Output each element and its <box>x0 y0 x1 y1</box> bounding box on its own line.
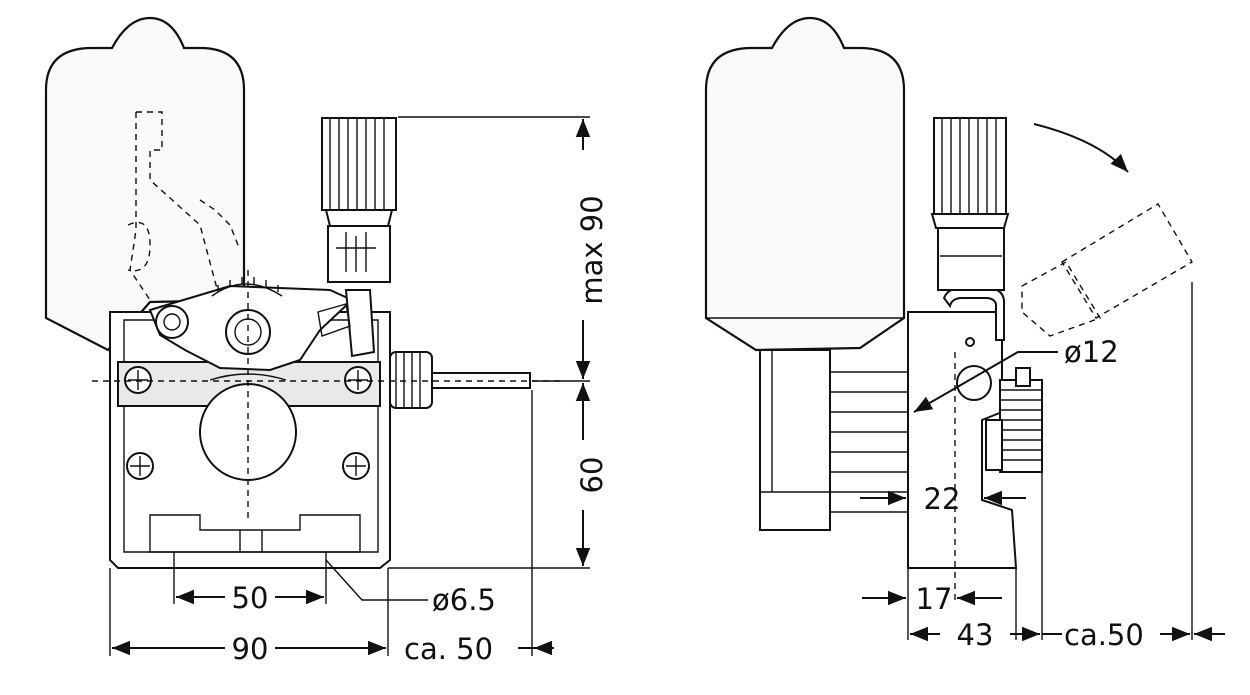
front-view <box>44 16 560 569</box>
side-adjusting-knob <box>930 117 1010 291</box>
front-motor-housing <box>44 16 246 352</box>
label-43: 43 <box>957 618 994 652</box>
front-hidden-lever <box>127 111 241 301</box>
label-ca-50-side: ca.50 <box>1064 618 1144 652</box>
label-90-width: 90 <box>232 632 269 666</box>
label-22: 22 <box>924 482 961 516</box>
side-wire-wheel <box>985 367 1043 473</box>
label-wire-diameter: ø6.5 <box>432 583 496 617</box>
side-motor-base <box>759 349 831 531</box>
side-swung-knob <box>1021 203 1193 337</box>
front-latch <box>344 289 376 358</box>
front-arm-pivot <box>155 305 189 339</box>
side-dimensions <box>860 282 1225 642</box>
side-motor-housing <box>704 16 906 352</box>
label-50-spacing: 50 <box>232 581 269 615</box>
front-dimension-labels: max 90 60 50 ø6.5 90 ca. 50 <box>232 195 609 666</box>
front-arm-arc <box>211 283 283 297</box>
side-bore <box>956 365 992 401</box>
label-17: 17 <box>916 582 953 616</box>
label-bore-diameter: ø12 <box>1064 335 1119 369</box>
front-screws <box>124 366 372 480</box>
side-view <box>704 16 1193 604</box>
front-dimensions <box>109 116 591 656</box>
front-wire-guide <box>389 351 531 409</box>
front-adjusting-knob <box>321 117 397 283</box>
side-dimension-labels: ø12 22 17 43 ca.50 <box>916 335 1144 652</box>
label-ca-50-front: ca. 50 <box>404 632 493 666</box>
label-max-90: max 90 <box>575 195 609 304</box>
side-swing-arrow <box>1033 123 1129 173</box>
label-60: 60 <box>575 457 609 494</box>
front-center-hub <box>225 309 271 355</box>
front-feed-roller <box>199 383 297 481</box>
